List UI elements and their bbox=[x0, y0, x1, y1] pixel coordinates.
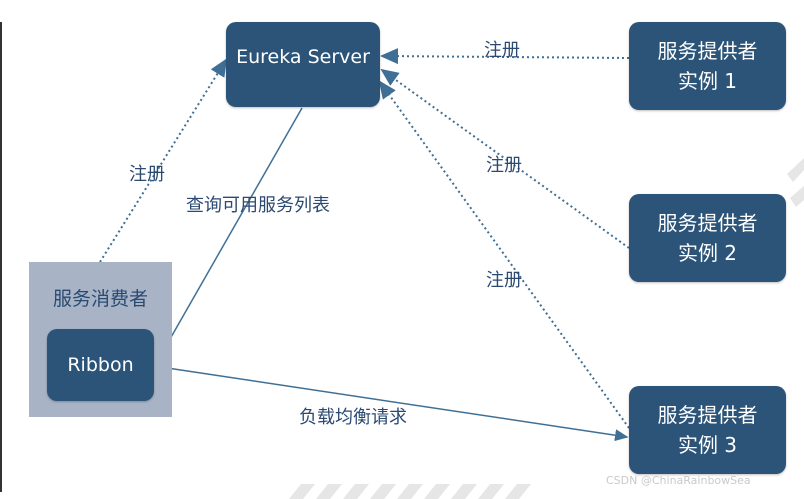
consumer-title: 服务消费者 bbox=[52, 288, 148, 310]
label-register-p1: 注册 bbox=[484, 40, 520, 61]
provider-3-instance: 实例 3 bbox=[677, 433, 738, 457]
provider-2-instance: 实例 2 bbox=[677, 241, 738, 265]
provider-instance-2: 服务提供者 实例 2 bbox=[629, 194, 786, 282]
eureka-server-label: Eureka Server bbox=[236, 46, 370, 68]
provider-instance-1: 服务提供者 实例 1 bbox=[629, 22, 786, 110]
provider-2-title: 服务提供者 bbox=[657, 211, 758, 235]
label-register-p2: 注册 bbox=[486, 155, 522, 176]
ribbon-node: Ribbon bbox=[47, 329, 154, 401]
edge-load-balance bbox=[153, 365, 629, 442]
provider-1-instance: 实例 1 bbox=[677, 69, 738, 93]
edge-query-list bbox=[157, 107, 303, 362]
provider-1-title: 服务提供者 bbox=[657, 39, 758, 63]
edge-register-p2 bbox=[380, 68, 630, 249]
provider-instance-3: 服务提供者 实例 3 bbox=[629, 386, 786, 474]
provider-3-title: 服务提供者 bbox=[657, 403, 758, 427]
label-query-list: 查询可用服务列表 bbox=[186, 195, 330, 216]
eureka-server-node: Eureka Server bbox=[226, 22, 380, 107]
edge-register-p1 bbox=[380, 48, 630, 65]
ribbon-label: Ribbon bbox=[67, 354, 134, 376]
label-register-consumer: 注册 bbox=[129, 164, 165, 185]
watermark: CSDN @ChinaRainbowSea bbox=[606, 474, 751, 487]
left-border bbox=[0, 22, 2, 492]
label-register-p3: 注册 bbox=[486, 270, 522, 291]
label-load-balance: 负载均衡请求 bbox=[299, 407, 407, 428]
service-consumer-group: 服务消费者 Ribbon bbox=[29, 262, 172, 417]
edge-register-p3 bbox=[378, 80, 630, 429]
